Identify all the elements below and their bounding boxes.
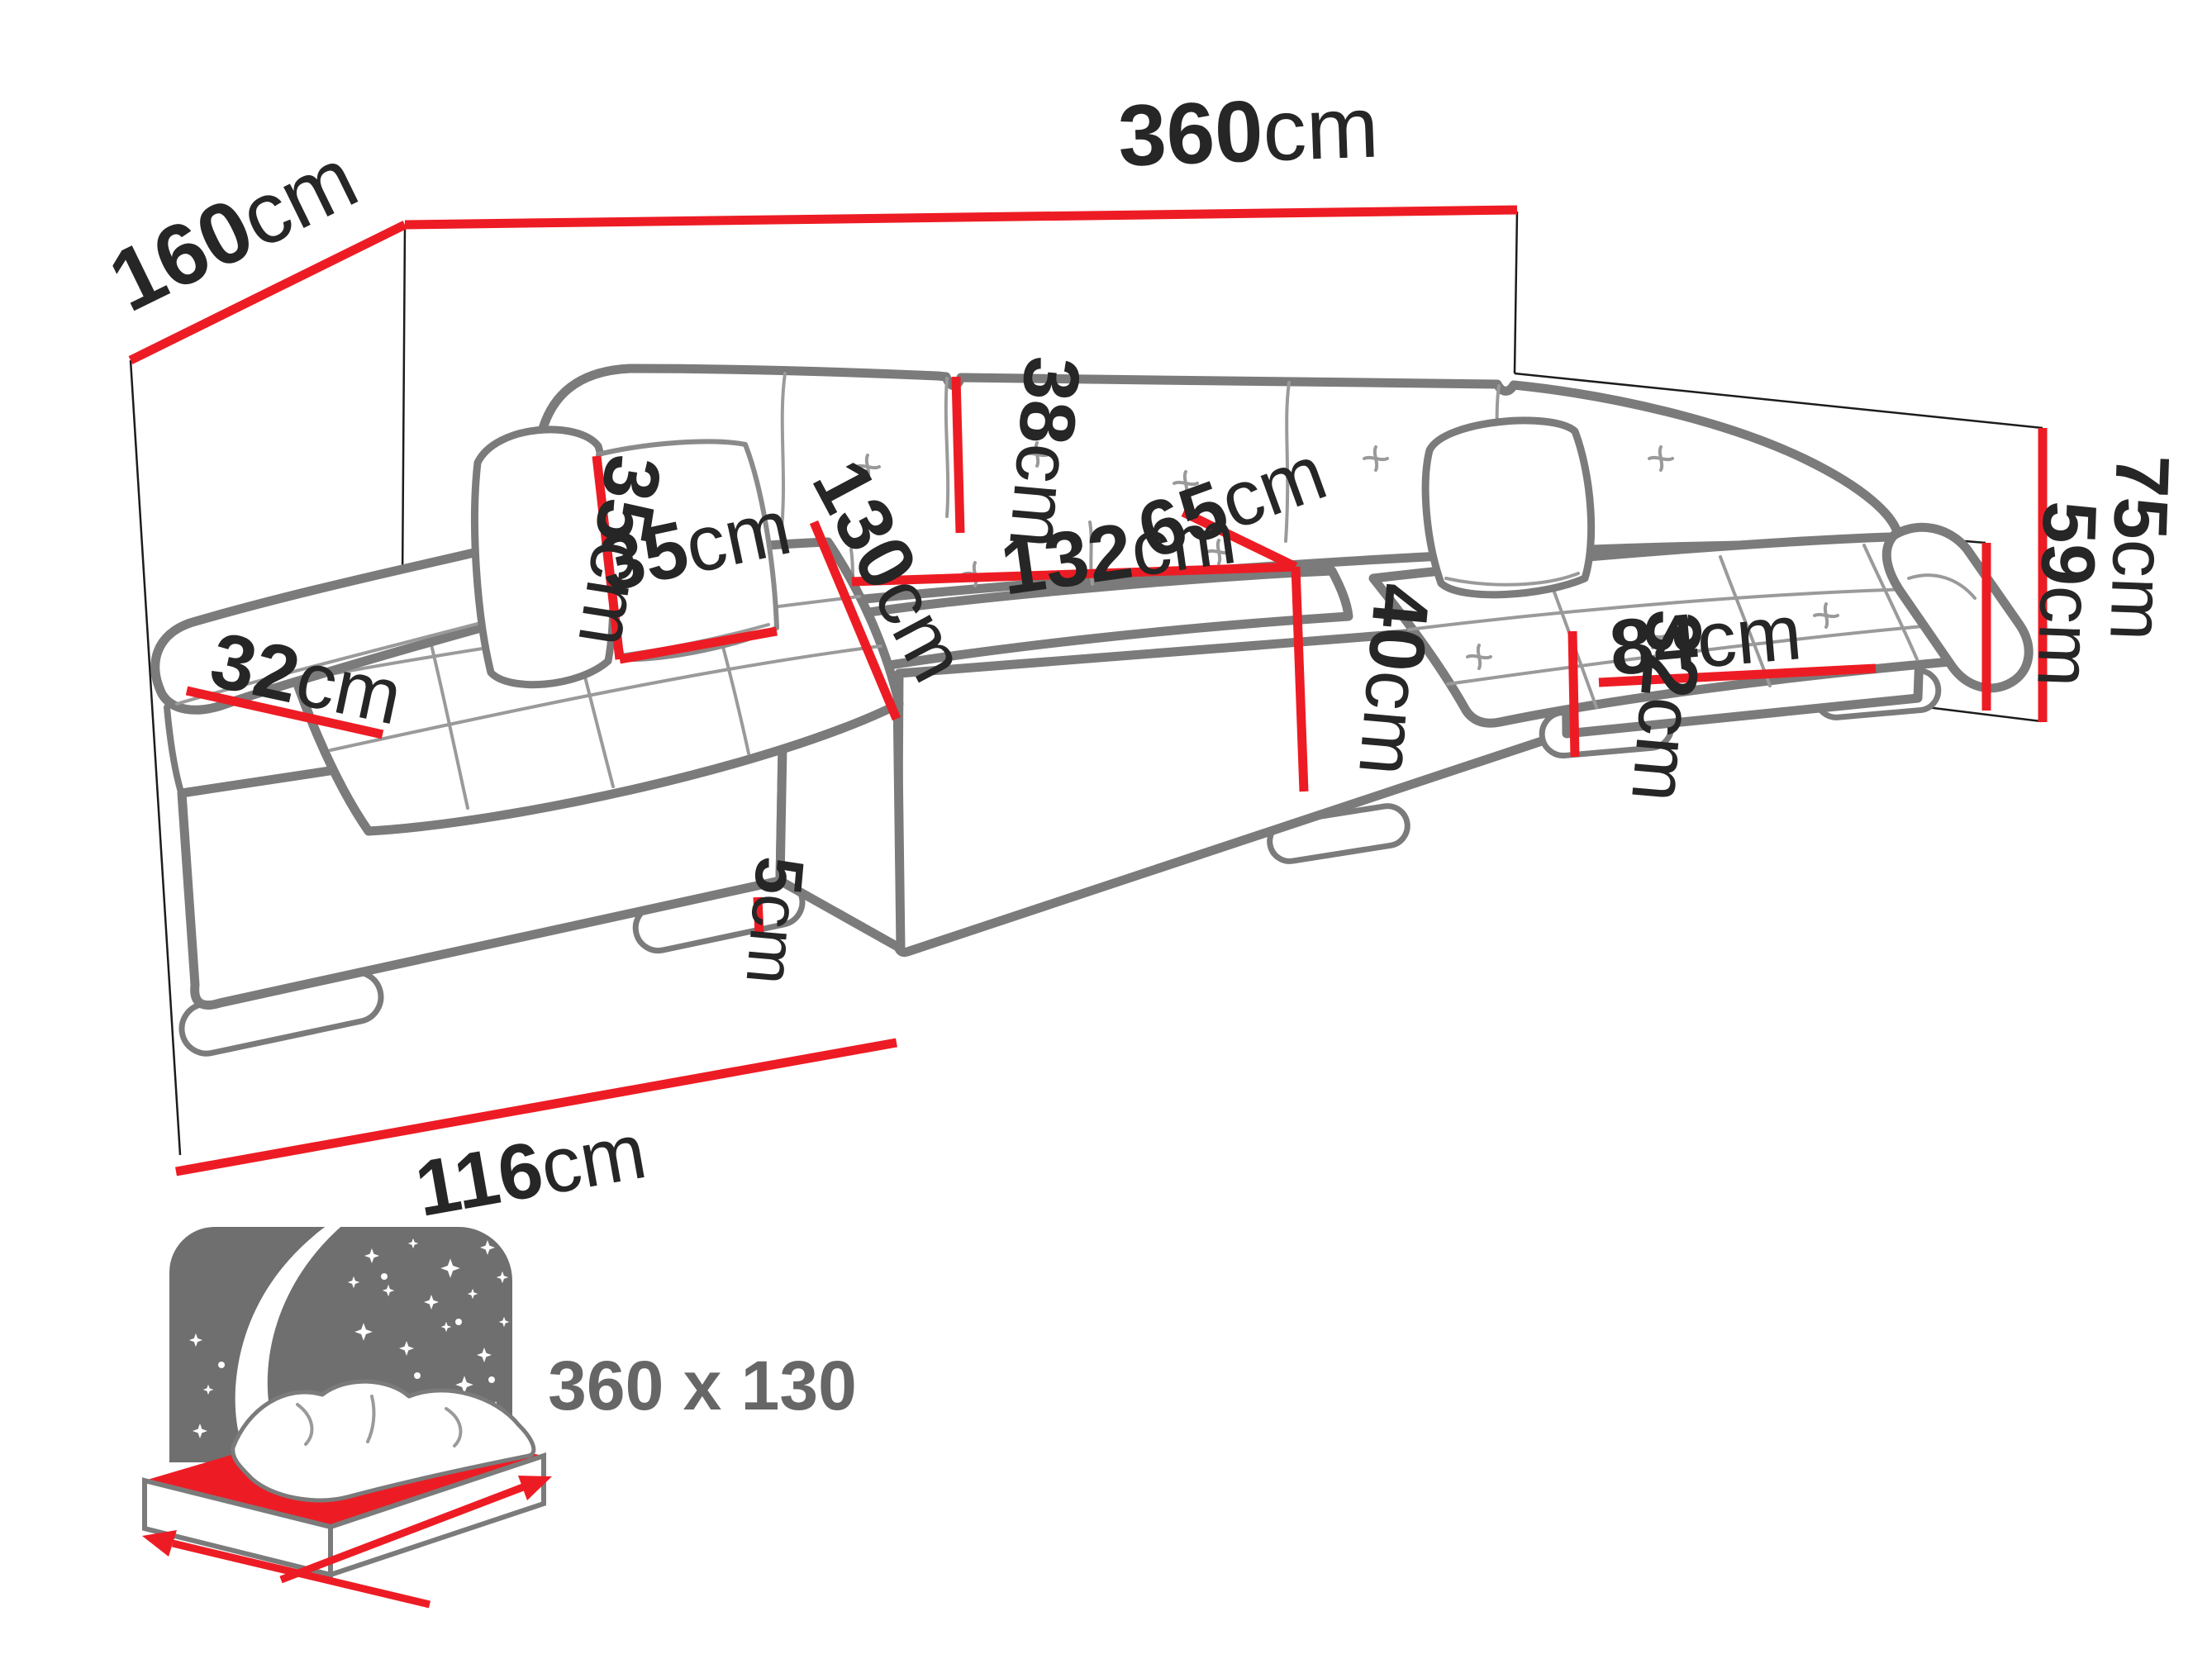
dim-value: 35 xyxy=(578,449,678,549)
dimension-line-left-armrest-width xyxy=(185,686,384,739)
dim-unit: cm xyxy=(1615,694,1711,806)
star-dot xyxy=(218,1362,225,1368)
star-dot xyxy=(381,1273,388,1280)
floor-helper-right xyxy=(1926,706,2042,723)
dimension-line-center-seat-width xyxy=(851,562,1296,587)
seam-line xyxy=(1862,544,1919,661)
seam-line xyxy=(1907,573,1977,600)
dimension-line-seat-depth xyxy=(1181,508,1298,571)
armrest-side-edge xyxy=(164,704,185,798)
wall-edge-left-long xyxy=(129,359,182,1156)
dim-unit: cm xyxy=(992,440,1089,552)
pillow-fold xyxy=(366,1395,376,1443)
seam-line xyxy=(1444,572,1580,587)
seam-line xyxy=(1407,587,1945,631)
dim-value: 40 xyxy=(1351,580,1446,675)
dim-value: 35 xyxy=(592,505,696,609)
dim-value: 360 xyxy=(1116,83,1264,184)
arrow-head xyxy=(142,1530,177,1557)
dim-unit: cm xyxy=(288,635,409,742)
dim-unit: cm xyxy=(561,535,664,653)
sofa-drawing xyxy=(150,364,2034,1057)
dimension-label-left-chaise-width: 116cm xyxy=(409,1107,652,1234)
dimension-label-right-chaise-length: 84cm xyxy=(1606,588,1805,692)
dimension-labels: 360cm 160cm 35cm 35cm 38cm 132cm 65cm 40… xyxy=(95,79,2185,1234)
dim-unit: cm xyxy=(2021,584,2109,688)
right-back-pillow xyxy=(1421,416,1596,599)
wall-baseline-right xyxy=(1514,372,2043,430)
dim-unit: cm xyxy=(2094,538,2181,642)
star-dot xyxy=(488,1376,495,1383)
dim-value: 38 xyxy=(1001,353,1096,448)
dimension-line-right-chaise-length xyxy=(1598,663,1877,687)
dimension-label-total-height: 75cm xyxy=(2094,454,2185,642)
dimension-label-total-width: 360cm xyxy=(1116,79,1380,185)
dimension-line-left-chaise-length xyxy=(809,520,901,721)
seam-line xyxy=(944,377,950,518)
dimension-line-right-base-height xyxy=(1567,630,1580,758)
seam-line xyxy=(780,372,787,530)
dim-unit: cm xyxy=(678,483,798,591)
dimension-label-pillow-height: 35cm xyxy=(561,449,678,653)
dim-value: 32 xyxy=(203,616,307,720)
dimension-label-leg-height: 5cm xyxy=(731,853,817,987)
dim-unit: cm xyxy=(1693,588,1805,685)
dimension-label-pillow-width: 35cm xyxy=(592,483,798,609)
sofa-foot xyxy=(178,969,384,1057)
seam-line xyxy=(1284,381,1291,543)
dimension-label-armrest-height: 59cm xyxy=(2021,500,2112,688)
dimension-line-total-depth xyxy=(128,221,407,364)
dim-unit: cm xyxy=(534,1107,652,1211)
dimension-label-seat-height: 40cm xyxy=(1342,580,1446,779)
arrow-shaft xyxy=(279,1483,525,1584)
dimension-lines xyxy=(128,205,2048,1177)
wall-corner-left-vertical xyxy=(401,225,407,583)
dimension-line-backrest-height xyxy=(951,376,965,534)
dim-value: 5 xyxy=(740,853,818,897)
pillow-fold xyxy=(445,1407,463,1447)
dimension-label-right-base-height: 32cm xyxy=(1615,606,1719,806)
dim-value: 75 xyxy=(2097,454,2185,541)
dim-value: 132 xyxy=(996,507,1138,612)
dimension-line-seat-height xyxy=(1291,566,1309,792)
dim-value: 59 xyxy=(2024,500,2112,587)
dim-unit: cm xyxy=(1125,492,1241,594)
pillow-fold xyxy=(296,1403,314,1446)
dimension-label-center-seat-width: 132cm xyxy=(996,492,1241,612)
star-dot xyxy=(455,1319,462,1325)
dimension-line-left-chaise-width xyxy=(175,1038,897,1177)
duvet xyxy=(231,1379,536,1503)
sleeping-area-label: 360 x 130 xyxy=(548,1347,857,1424)
dimension-line-leg-height xyxy=(753,896,764,936)
length-arrow-icon xyxy=(279,1476,552,1584)
right-armrest-roll xyxy=(1881,522,2034,693)
dim-unit: cm xyxy=(1342,668,1439,779)
dimension-label-left-armrest-width: 32cm xyxy=(203,616,409,742)
dim-value: 32 xyxy=(1624,606,1719,701)
dimension-line-pillow-height xyxy=(592,455,625,660)
wall-corner-right-vertical xyxy=(1513,211,1519,374)
dim-value: 84 xyxy=(1606,597,1701,692)
dim-unit: cm xyxy=(1261,79,1380,180)
bed-function-icon: 360 x 130 xyxy=(142,1223,857,1609)
seam-line xyxy=(329,644,882,752)
dim-value: 116 xyxy=(409,1125,549,1234)
left-back-pillow xyxy=(471,425,617,689)
dimension-line-total-width xyxy=(404,205,1518,230)
dim-unit: cm xyxy=(731,891,814,988)
arrow-head xyxy=(518,1476,552,1500)
dimension-label-backrest-height: 38cm xyxy=(992,353,1096,552)
dimension-line-pillow-width xyxy=(619,626,778,664)
dimension-label-total-depth: 160cm xyxy=(95,129,372,330)
star-dot xyxy=(414,1372,421,1379)
